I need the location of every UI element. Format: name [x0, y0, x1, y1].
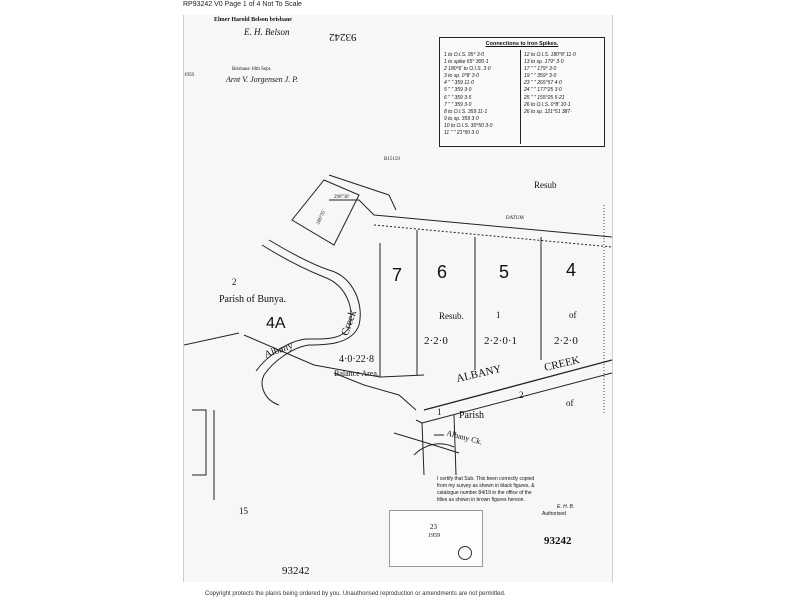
- parish-bunya-label: Parish of Bunya.: [219, 294, 286, 305]
- certification-block: I certify that Sub. This been correctly …: [437, 476, 607, 524]
- connection-row: 23 " " 265°57 4·0: [524, 80, 562, 87]
- plan-linework: [184, 174, 612, 500]
- lot-5-number: 5: [499, 262, 510, 282]
- plan-number-left: 93242: [282, 565, 310, 577]
- lot-6-area: 2·2·0: [424, 335, 448, 347]
- connections-table: Connections to Iron Spikes. 1 to O.I.S. …: [439, 37, 605, 147]
- stamp-year: 1959: [428, 533, 440, 539]
- surveyor-heading: Elmer Harold Belson brisbane: [214, 17, 292, 23]
- survey-plan-sheet: Elmer Harold Belson brisbane E. H. Belso…: [183, 15, 613, 582]
- connection-row: 24 " " 177°25 3·0: [524, 87, 562, 94]
- registration-stamp: 23 1959: [389, 510, 483, 567]
- lot-7-number: 7: [392, 265, 403, 285]
- cert-line: catalogue number 84/19 in the office of …: [437, 490, 532, 496]
- connection-row: 26 to sp. 121°51 387·: [524, 108, 572, 115]
- lot-4a-number: 4A: [266, 315, 286, 332]
- connection-row: 5 " " 359 3·0: [444, 87, 472, 94]
- surveyor-signature: E. H. Belson: [244, 27, 290, 37]
- connection-row: 25 " " 155°25 5·21: [524, 94, 565, 101]
- margin-number: 15: [239, 506, 248, 516]
- connections-title: Connections to Iron Spikes.: [485, 41, 559, 47]
- resub-label: Resub.: [439, 311, 464, 321]
- cert-line: I certify that Sub. This been correctly …: [437, 476, 535, 482]
- connection-row: 26 to O.I.S. 0°8' 10·1: [524, 101, 571, 108]
- balance-area-value: 4·0·22·8: [339, 354, 374, 365]
- resub-top-label: Resub: [534, 180, 557, 190]
- lot-4-area: 2·2·0: [554, 335, 578, 347]
- resub-lot-number: 1: [496, 310, 501, 320]
- document-header: RP93242 V0 Page 1 of 4 Not To Scale: [183, 1, 302, 8]
- cert-initials: E. H. B.: [557, 504, 575, 510]
- datum-label: DATUM: [506, 216, 524, 221]
- bearing-label: 290°30': [334, 195, 350, 200]
- connections-right-column: 12 to O.I.S. 180°8' 11·0 13 to sp. 179° …: [524, 52, 576, 116]
- connection-row: 13 to sp. 179° 3·0: [524, 59, 564, 66]
- connections-left-column: 1 to O.I.S. 95° 3·0 1 to spike 65° 300·1…: [444, 52, 492, 137]
- connection-row: 11 " " 21°50 3·0: [444, 130, 479, 137]
- bisid-label: B15159: [384, 157, 400, 162]
- connections-divider: [520, 50, 521, 144]
- cert-line: titles as shown in brown figures hereon.: [437, 497, 525, 503]
- lot-2b-number: 2: [519, 390, 524, 400]
- connection-row: 9 to sp. 359 3·0: [444, 115, 479, 122]
- connection-row: 8 to O.I.S. 359 11·1: [444, 108, 488, 115]
- lot-6-number: 6: [437, 262, 448, 282]
- of-label: of: [566, 398, 574, 408]
- connection-row: 4 " " 359 11·0: [444, 80, 474, 87]
- authorised-label: Authorised: [542, 511, 566, 517]
- date-line: Brisbane 10th Sept.: [232, 67, 272, 72]
- connection-row: 19 " " 359° 3·0: [524, 73, 557, 80]
- parish-label: Parish: [459, 410, 484, 421]
- plan-number-top: 93242: [329, 31, 357, 43]
- connection-row: 2 180°6' to O.I.S. 3·0: [444, 66, 491, 73]
- lot-2-number: 2: [232, 277, 237, 287]
- connection-row: 17 " " 179° 3·0: [524, 66, 557, 73]
- connection-row: 1 to spike 65° 300·1: [444, 59, 489, 66]
- connection-row: 1 to O.I.S. 95° 3·0: [444, 52, 485, 58]
- year-label: 1959: [184, 73, 194, 78]
- copyright-footer: Copyright protects the plan/s being orde…: [205, 591, 506, 597]
- balance-area-label: Balance Area.: [334, 369, 379, 378]
- seal-icon: [458, 546, 472, 560]
- plan-number-bottom: 93242: [544, 535, 572, 547]
- connection-row: 10 to O.I.S. 30°50 3·0: [444, 122, 493, 129]
- connection-row: 7 " " 359 3·0: [444, 101, 472, 108]
- resub-of-label: of: [569, 310, 577, 320]
- lot-5-area: 2·2·0·1: [484, 335, 517, 347]
- cert-line: from my survey as shown in black figures…: [437, 483, 535, 489]
- stamp-date: 23: [430, 523, 437, 531]
- lot-1-number: 1: [437, 407, 442, 417]
- lot-4-number: 4: [566, 260, 577, 280]
- witness-signature: Arnt V. Jorgensen J. P.: [226, 75, 299, 84]
- connection-row: 12 to O.I.S. 180°8' 11·0: [524, 52, 576, 58]
- connection-row: 3 to sp. 0°8' 3·0: [444, 73, 479, 80]
- connection-row: 6 " " 359 3·5: [444, 94, 472, 101]
